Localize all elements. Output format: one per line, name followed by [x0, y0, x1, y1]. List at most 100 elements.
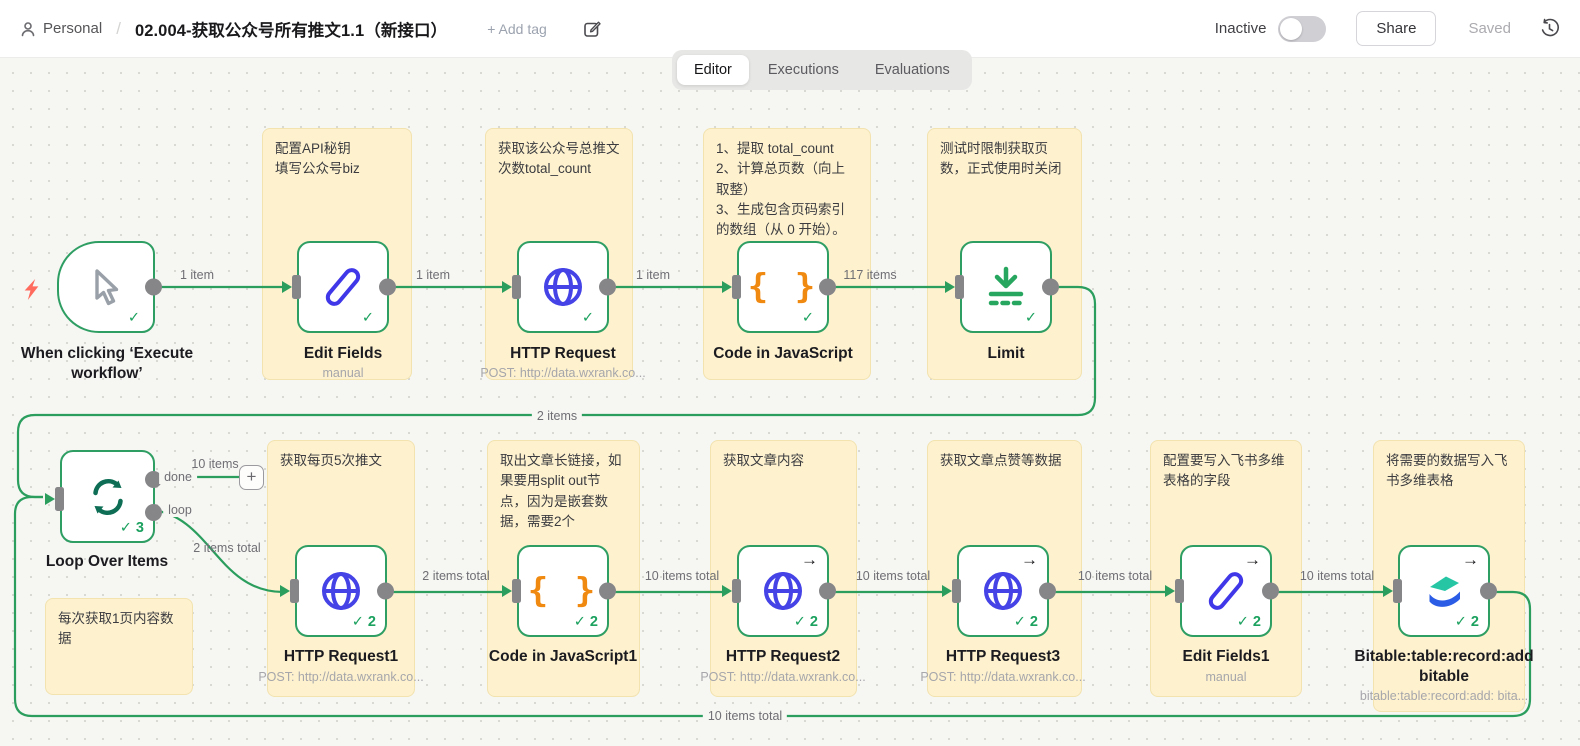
workflow-canvas[interactable]: 配置API秘钥 填写公众号biz 获取该公众号总推文次数total_count … — [0, 58, 1580, 746]
globe-icon — [544, 268, 582, 306]
edge-label: 10 items total — [644, 569, 720, 583]
top-bar: Personal / 02.004-获取公众号所有推文1.1（新接口） + Ad… — [0, 0, 1580, 58]
success-check-icon: ✓2 — [793, 614, 818, 630]
node-http-request3[interactable]: → ✓2 — [942, 545, 1056, 637]
output-port[interactable] — [819, 278, 836, 296]
workflow-history-icon[interactable] — [1539, 18, 1560, 39]
success-check-icon: ✓ — [1024, 310, 1037, 326]
success-check-icon: ✓ — [801, 310, 814, 326]
node-http-request[interactable]: ✓ — [502, 241, 616, 333]
node-title: HTTP Request2 — [725, 648, 841, 665]
node-title: HTTP Request1 — [283, 648, 399, 665]
save-status: Saved — [1468, 20, 1511, 37]
workflow-title[interactable]: 02.004-获取公众号所有推文1.1（新接口） — [134, 21, 448, 40]
success-check-icon: ✓2 — [573, 614, 598, 630]
node-title: Loop Over Items — [45, 553, 169, 570]
output-port[interactable] — [1042, 278, 1059, 296]
input-port[interactable] — [722, 579, 742, 603]
globe-icon — [764, 572, 802, 610]
node-manual-trigger[interactable]: ✓ — [57, 241, 162, 333]
output-port-loop[interactable] — [145, 504, 162, 521]
input-port[interactable] — [280, 579, 300, 603]
input-port[interactable] — [502, 579, 522, 603]
node-limit[interactable]: ✓ — [945, 241, 1059, 333]
arrow-right-icon: → — [801, 550, 818, 569]
tab-editor[interactable]: Editor — [677, 55, 749, 85]
add-node-button[interactable]: + — [239, 465, 264, 490]
success-check-icon: ✓2 — [1013, 614, 1038, 630]
success-check-icon: ✓2 — [1454, 614, 1479, 630]
input-port[interactable] — [502, 275, 522, 299]
activate-toggle[interactable] — [1278, 15, 1327, 42]
input-port[interactable] — [942, 579, 962, 603]
cursor-icon — [95, 269, 119, 306]
node-edit-fields[interactable]: ✓ — [282, 241, 396, 333]
node-subtitle: POST: http://data.wxrank.co... — [480, 366, 646, 380]
node-title: Edit Fields1 — [1182, 648, 1270, 665]
node-loop-over-items[interactable]: ✓3 — [45, 450, 162, 543]
rename-icon[interactable] — [583, 19, 602, 38]
node-subtitle: bitable:table:record:add: bita... — [1359, 689, 1529, 703]
bitable-icon — [1429, 576, 1460, 607]
success-check-icon: ✓ — [127, 310, 140, 326]
output-port[interactable] — [1039, 582, 1056, 600]
edge-label: 10 items total — [1299, 569, 1375, 583]
edge-label: 1 item — [635, 268, 671, 282]
loop-icon — [92, 478, 123, 515]
node-title: Edit Fields — [303, 345, 383, 362]
node-code-javascript1[interactable]: { } ✓2 — [502, 545, 616, 637]
output-port[interactable] — [379, 278, 396, 296]
edge-label: 10 items — [191, 457, 239, 471]
input-port[interactable] — [945, 275, 965, 299]
input-port[interactable] — [1383, 579, 1403, 603]
output-port[interactable] — [819, 582, 836, 600]
code-braces-icon: { } — [747, 267, 819, 307]
node-http-request2[interactable]: → ✓2 — [722, 545, 836, 637]
output-port[interactable] — [599, 582, 616, 600]
tab-executions[interactable]: Executions — [767, 62, 839, 78]
execute-bolt-icon — [24, 279, 39, 300]
limit-icon — [988, 266, 1024, 306]
edge-label: 10 items total — [855, 569, 931, 583]
input-port[interactable] — [282, 275, 302, 299]
node-code-javascript[interactable]: { } ✓ — [722, 241, 836, 333]
breadcrumb-project[interactable]: Personal — [20, 20, 102, 37]
share-button[interactable]: Share — [1356, 11, 1437, 46]
node-title: When clicking ‘Execute workflow’ — [20, 345, 194, 383]
pencil-icon — [1208, 572, 1244, 610]
edge-label: 1 item — [179, 268, 215, 282]
output-port[interactable] — [1480, 582, 1497, 600]
node-title: Code in JavaScript1 — [488, 648, 638, 665]
output-port[interactable] — [145, 278, 162, 296]
node-title: HTTP Request3 — [945, 648, 1061, 665]
sticky-note[interactable]: 每次获取1页内容数据 — [45, 598, 193, 695]
node-edit-fields1[interactable]: → ✓2 — [1165, 545, 1279, 637]
arrow-right-icon: → — [1021, 550, 1038, 569]
output-port[interactable] — [599, 278, 616, 296]
input-port[interactable] — [45, 487, 65, 511]
project-name: Personal — [43, 20, 103, 37]
success-check-icon: ✓2 — [351, 614, 376, 630]
success-check-icon: ✓2 — [1236, 614, 1261, 630]
output-port[interactable] — [377, 582, 394, 600]
input-port[interactable] — [1165, 579, 1185, 603]
node-http-request1[interactable]: ✓2 — [280, 545, 394, 637]
success-check-icon: ✓ — [581, 310, 594, 326]
input-port[interactable] — [722, 275, 742, 299]
node-bitable-record-add[interactable]: → ✓2 — [1383, 545, 1497, 637]
edge-label: 2 items total — [422, 569, 490, 583]
person-icon — [21, 21, 35, 36]
add-tag-button[interactable]: + Add tag — [487, 20, 547, 37]
success-check-icon: ✓3 — [119, 520, 144, 536]
globe-icon — [322, 572, 360, 610]
edge-label-done: done — [159, 470, 197, 484]
tab-evaluations[interactable]: Evaluations — [874, 62, 950, 78]
breadcrumb-separator: / — [116, 18, 121, 38]
success-check-icon: ✓ — [361, 310, 374, 326]
edge-label: 2 items total — [193, 541, 261, 555]
edge-label: 2 items — [531, 409, 583, 423]
node-subtitle: POST: http://data.wxrank.co... — [920, 670, 1086, 684]
output-port[interactable] — [1262, 582, 1279, 600]
pencil-icon — [325, 268, 361, 306]
